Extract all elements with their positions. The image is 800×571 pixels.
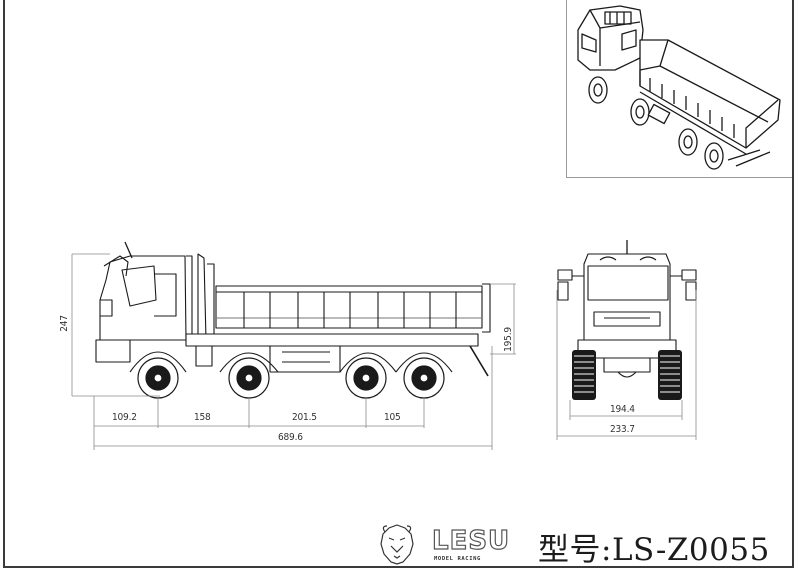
dimension-front-overhang: 109.2 (112, 412, 137, 423)
frame-border-bottom (3, 566, 794, 568)
lion-logo-icon (380, 524, 414, 565)
brand-subtitle: MODEL RACING (434, 556, 481, 562)
isometric-view-box (566, 0, 792, 178)
dimension-axle-2-3: 201.5 (292, 412, 317, 423)
brand-logo-text: LESU (431, 525, 511, 556)
dimension-axle-3-4: 105 (384, 412, 401, 423)
title-block: LESU MODEL RACING 型号:LS-Z0055 (375, 518, 790, 568)
dimension-overall-width: 233.7 (610, 424, 635, 435)
frame-border-left (3, 0, 5, 568)
dimension-overall-length: 689.6 (278, 432, 303, 443)
frame-border-right (792, 0, 794, 568)
model-number-label: 型号:LS-Z0055 (538, 532, 770, 568)
dimension-track-width: 194.4 (610, 404, 635, 415)
dimension-axle-1-2: 158 (194, 412, 211, 423)
